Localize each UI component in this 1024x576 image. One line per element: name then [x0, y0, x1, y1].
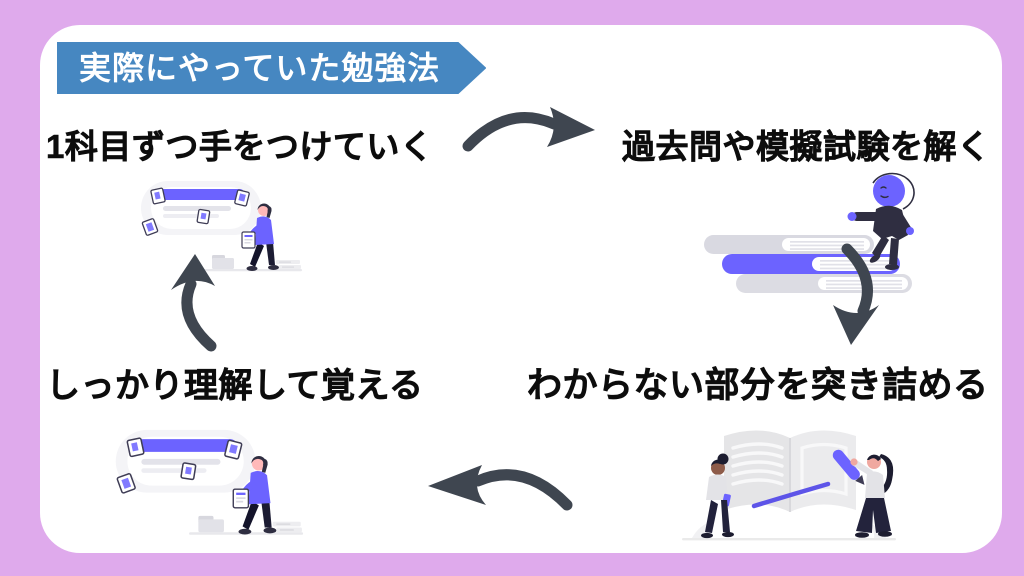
step-4-label: しっかり理解して覚える [46, 367, 424, 406]
step-1-label: 1科目ずつ手をつけていく [46, 128, 434, 166]
illustration-step3-open-book [678, 418, 902, 550]
title-badge: 実際にやっていた勉強法 [57, 42, 486, 94]
arrow-step1-to-step2-icon [460, 100, 600, 158]
step-2-label: 過去問や模擬試験を解く [622, 128, 991, 166]
arrow-step2-to-step3-icon [815, 243, 907, 351]
step-3-label: わからない部分を突き詰める [527, 366, 989, 406]
illustration-step4-task-cards [112, 424, 308, 545]
title-label: 実際にやっていた勉強法 [79, 50, 441, 86]
arrow-step3-to-step4-icon [420, 457, 575, 519]
arrow-step4-to-step1-icon [157, 250, 245, 352]
